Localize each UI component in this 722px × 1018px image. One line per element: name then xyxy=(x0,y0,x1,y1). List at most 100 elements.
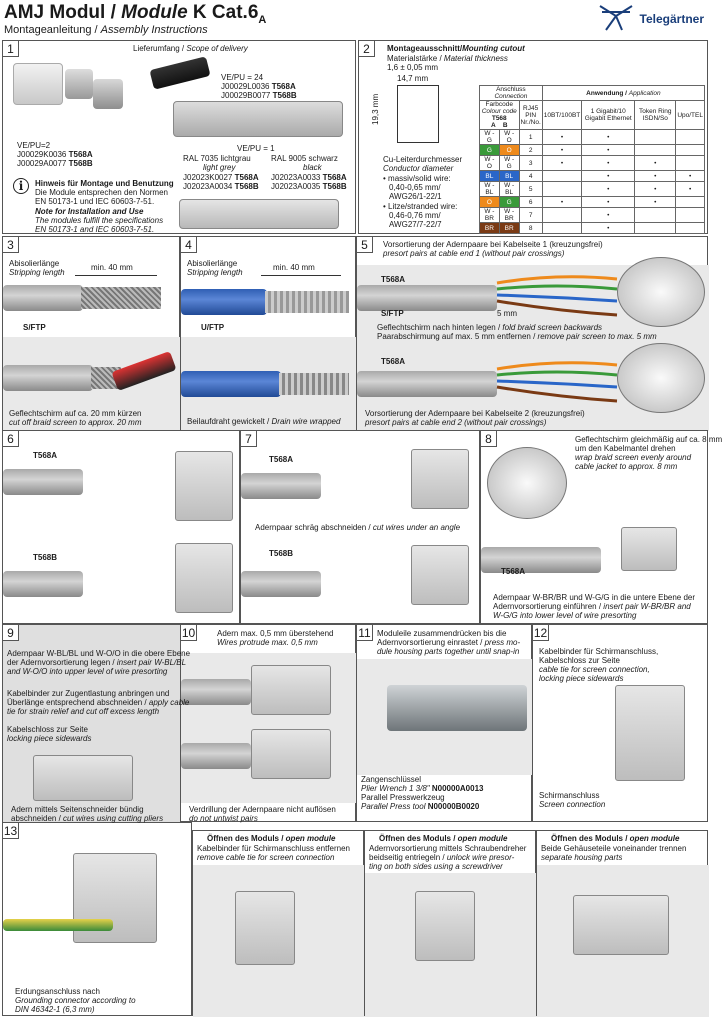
application-cell: • xyxy=(634,170,677,182)
step-number: 6 xyxy=(3,431,19,447)
panel-7: 7 T568A Adernpaar schräg abschneiden / c… xyxy=(240,430,480,624)
module-image-2 xyxy=(93,79,123,109)
application-cell xyxy=(675,144,705,156)
step-number: 3 xyxy=(3,237,19,253)
step-number: 11 xyxy=(357,625,373,641)
logo-icon xyxy=(599,5,633,31)
application-cell: • xyxy=(581,155,636,171)
pin-cell: 6 xyxy=(518,196,543,208)
application-cell: • xyxy=(581,181,636,197)
module-photo xyxy=(235,891,295,965)
color-cell: G xyxy=(498,196,520,208)
brand-logo: Telegärtner xyxy=(596,2,704,32)
color-cell: BR xyxy=(498,222,520,234)
application-cell xyxy=(541,222,583,234)
module-image xyxy=(65,69,93,99)
color-cell: O xyxy=(479,196,500,208)
pin-cell: 7 xyxy=(518,207,543,223)
application-cell xyxy=(634,222,677,234)
module-photo-b xyxy=(175,543,233,613)
module-photo xyxy=(33,755,133,801)
cable-tie-image xyxy=(149,56,211,90)
application-cell xyxy=(634,129,677,145)
panel-8: 8 Geflechtschirm gleichmäßig auf ca. 8 m… xyxy=(480,430,722,624)
pin-cell: 8 xyxy=(518,222,543,234)
color-cell: W - BR xyxy=(498,207,520,223)
pin-cell: 5 xyxy=(518,181,543,197)
color-cell: BL xyxy=(479,170,500,182)
application-cell xyxy=(541,181,583,197)
plier-wrench-image xyxy=(387,685,527,731)
header: AMJ Modul / Module K Cat.6A Montageanlei… xyxy=(0,0,710,40)
application-cell: • xyxy=(541,144,583,156)
application-cell xyxy=(675,129,705,145)
module-photo xyxy=(621,527,677,571)
application-cell: • xyxy=(581,222,636,234)
step-number: 2 xyxy=(359,41,375,57)
application-cell: • xyxy=(581,144,636,156)
application-cell xyxy=(541,207,583,223)
application-cell: • xyxy=(675,181,705,197)
panel-6: 6 T568A T568B xyxy=(2,430,240,624)
color-cell: W - BL xyxy=(479,181,500,197)
application-cell xyxy=(675,196,705,208)
panel-10: 10 Adern max. 0,5 mm überstehend Wires p… xyxy=(180,624,357,823)
page-subtitle: Montageanleitung / Assembly Instructions xyxy=(4,24,208,36)
color-cell: W - O xyxy=(479,155,500,171)
module-photo-bottom xyxy=(251,729,331,779)
module-photo xyxy=(573,895,669,955)
application-cell xyxy=(675,222,705,234)
step-number: 1 xyxy=(3,41,19,57)
application-cell xyxy=(634,207,677,223)
step-number: 10 xyxy=(181,625,197,641)
panel-4-uftp: 4 Abisolierlänge Stripping length min. 4… xyxy=(180,236,357,431)
closeup-image-1 xyxy=(617,257,705,327)
panel-open-2: Öffnen des Moduls / open module Adernvor… xyxy=(364,830,537,1017)
color-cell: W - BL xyxy=(498,181,520,197)
module-photo-top xyxy=(251,665,331,715)
step-number: 9 xyxy=(3,625,19,641)
module-tray-image xyxy=(173,101,343,137)
application-cell: • xyxy=(541,196,583,208)
application-cell xyxy=(541,170,583,182)
info-icon: i xyxy=(13,178,29,194)
step-number: 12 xyxy=(533,625,549,641)
pin-cell: 2 xyxy=(518,144,543,156)
color-cell: G xyxy=(479,144,500,156)
module-photo-a xyxy=(411,449,469,509)
application-cell xyxy=(634,144,677,156)
application-cell: • xyxy=(634,155,677,171)
panel-5-presort: 5 Vorsortierung der Adernpaare bei Kabel… xyxy=(356,236,709,431)
panel-11: 11 Moduleile zusammendrücken bis die Ade… xyxy=(356,624,533,822)
application-cell: • xyxy=(634,181,677,197)
module-photo xyxy=(415,891,475,961)
application-cell: • xyxy=(541,155,583,171)
application-cell: • xyxy=(581,196,636,208)
page-title: AMJ Modul / Module K Cat.6A xyxy=(4,2,267,26)
application-cell: • xyxy=(675,170,705,182)
wires-drawing xyxy=(496,275,618,317)
panel-1-scope: 1 Lieferumfang / Scope of delivery VE/PU… xyxy=(2,40,356,234)
pin-cell: 4 xyxy=(518,170,543,182)
application-cell: • xyxy=(581,170,636,182)
step-number: 8 xyxy=(481,431,497,447)
color-cell: W - O xyxy=(498,129,520,145)
module-photo xyxy=(615,685,685,781)
panel-2-cutout: 2 Montageausschnitt/Mounting cutout Mate… xyxy=(358,40,708,234)
pin-cell: 3 xyxy=(518,155,543,171)
panel-13: 13 Erdungsanschluss nach Grounding conne… xyxy=(2,822,192,1016)
panel-9: 9 Adernpaar W-BL/BL und W-O/O in die obe… xyxy=(2,624,190,823)
cutout-rect xyxy=(397,85,439,143)
panel-open-3: Öffnen des Moduls / open module Beide Ge… xyxy=(536,830,709,1017)
color-cell: W - G xyxy=(498,155,520,171)
module-photo-b xyxy=(411,545,469,605)
panel-open-1: Öffnen des Moduls / open module Kabelbin… xyxy=(192,830,365,1017)
application-cell xyxy=(675,207,705,223)
step-number: 13 xyxy=(3,823,19,839)
